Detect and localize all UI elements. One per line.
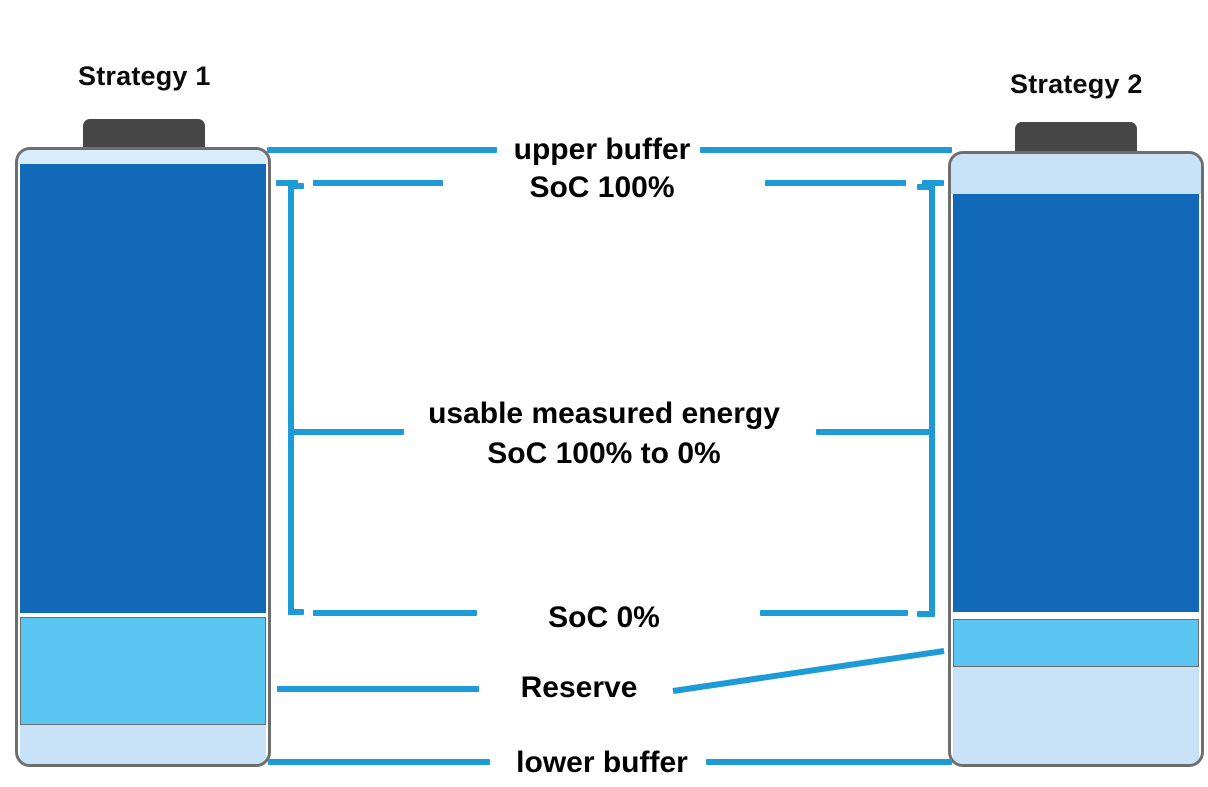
leader-soc0-left	[313, 610, 477, 616]
bracket-usable-right-bottom-arm	[917, 611, 935, 617]
battery-shell-left	[15, 147, 271, 767]
bracket-usable-right-top-arm	[917, 184, 935, 190]
leader-soc100-right-tick	[922, 180, 944, 186]
battery-shell-right	[948, 151, 1204, 767]
label-lower-buffer: lower buffer	[516, 746, 688, 779]
bracket-usable-left-stem	[292, 429, 404, 435]
label-reserve: Reserve	[520, 671, 638, 704]
leader-soc100-left	[313, 180, 443, 186]
leader-reserve-left	[277, 686, 479, 692]
segment-usable-energy-left	[20, 164, 266, 613]
segment-lower-buffer-left	[20, 725, 266, 764]
segment-usable-energy-right	[953, 194, 1199, 612]
segment-upper-buffer-left	[18, 150, 268, 164]
bracket-usable-right-vertical	[929, 184, 935, 617]
leader-upper-buffer-right	[700, 147, 952, 153]
battery-terminal-cap-right	[1015, 122, 1137, 155]
bracket-usable-right-stem	[816, 429, 933, 435]
strategy-1-title: Strategy 1	[78, 61, 211, 91]
label-upper-buffer: upper buffer	[513, 133, 691, 166]
leader-soc0-right	[760, 610, 908, 616]
label-usable-energy-line2: SoC 100% to 0%	[487, 437, 721, 470]
leader-lower-buffer-left	[268, 759, 490, 765]
label-usable-energy-line1: usable measured energy	[428, 397, 780, 430]
leader-soc100-right	[765, 180, 906, 186]
segment-reserve-right	[953, 619, 1199, 667]
leader-lower-buffer-right	[706, 759, 952, 765]
label-soc-100: SoC 100%	[529, 171, 675, 204]
strategy-2-title: Strategy 2	[1010, 69, 1143, 99]
bracket-usable-left-top-arm	[288, 183, 304, 189]
segment-upper-buffer-right	[951, 154, 1201, 194]
leader-upper-buffer-left	[267, 147, 497, 153]
segment-reserve-left	[20, 617, 266, 725]
bracket-usable-left-bottom-arm	[288, 609, 304, 615]
leader-reserve-right-diagonal	[672, 648, 945, 694]
leader-soc100-left-tick	[276, 180, 298, 186]
segment-lower-buffer-right	[953, 667, 1199, 764]
battery-terminal-cap-left	[83, 119, 205, 152]
label-soc-0: SoC 0%	[548, 601, 660, 634]
bracket-usable-left-vertical	[288, 183, 294, 615]
